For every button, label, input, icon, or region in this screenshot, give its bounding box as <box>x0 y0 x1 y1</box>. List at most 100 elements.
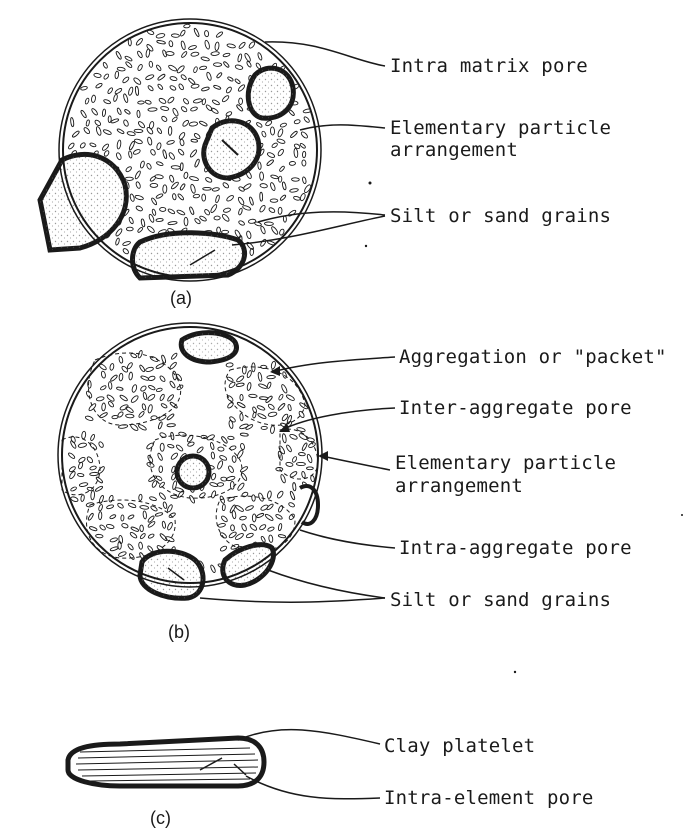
clay-particle <box>125 177 133 180</box>
clay-particle <box>189 121 198 126</box>
clay-particle <box>150 183 158 187</box>
clay-particle <box>222 182 229 189</box>
clay-particle <box>270 182 276 191</box>
clay-particle <box>289 433 298 440</box>
panel-c <box>68 730 380 799</box>
clay-particle <box>156 64 162 71</box>
clay-particle <box>294 119 301 124</box>
clay-particle <box>292 482 296 490</box>
clay-particle <box>202 194 206 201</box>
intra-matrix-pore <box>248 68 293 118</box>
clay-particle <box>86 456 93 464</box>
clay-particle <box>238 220 245 226</box>
leader-line <box>282 408 395 430</box>
clay-particle <box>203 187 212 190</box>
clay-particle <box>135 195 144 201</box>
clay-particle <box>121 523 128 529</box>
clay-particle <box>178 431 187 437</box>
clay-particle <box>230 525 234 531</box>
clay-particle <box>190 106 198 111</box>
clay-particle <box>189 176 199 182</box>
clay-particle <box>182 119 190 127</box>
clay-particle <box>270 174 278 179</box>
clay-particle <box>147 404 153 413</box>
clay-particle <box>176 65 185 74</box>
clay-particle <box>244 53 252 63</box>
clay-particle <box>139 364 146 372</box>
clay-particle <box>226 195 235 203</box>
clay-particle <box>174 487 183 493</box>
clay-particle <box>217 460 224 470</box>
clay-particle <box>183 172 188 179</box>
clay-particle <box>218 447 225 452</box>
clay-particle <box>156 193 164 199</box>
clay-particle <box>135 181 141 189</box>
clay-particle <box>146 163 152 170</box>
clay-particle <box>85 98 90 105</box>
clay-particle <box>78 462 84 470</box>
clay-particle <box>146 49 151 58</box>
clay-particle <box>240 433 248 437</box>
clay-particle <box>214 216 220 220</box>
clay-particle <box>193 28 199 37</box>
clay-particle <box>103 129 112 136</box>
clay-particle <box>99 524 106 531</box>
clay-particle <box>287 404 291 411</box>
clay-particle <box>117 411 124 418</box>
clay-particle <box>240 394 243 400</box>
clay-particle <box>266 503 274 510</box>
clay-particle <box>298 452 305 456</box>
clay-particle <box>191 52 200 57</box>
clay-particle <box>170 76 178 81</box>
clay-particle <box>169 40 174 47</box>
clay-particle <box>149 61 153 67</box>
clay-particle <box>124 109 131 115</box>
clay-particle <box>158 97 166 104</box>
clay-particle <box>212 187 220 192</box>
clay-particle <box>282 433 287 443</box>
leader-line <box>200 598 385 602</box>
clay-particle <box>143 511 147 519</box>
clay-particle <box>252 412 256 419</box>
clay-particle <box>101 371 106 379</box>
clay-particle <box>138 424 147 432</box>
clay-particle <box>96 396 104 401</box>
clay-particle <box>179 139 184 146</box>
clay-particle <box>110 546 119 551</box>
clay-particle <box>102 109 106 117</box>
clay-particle <box>162 149 167 158</box>
clay-particle <box>156 388 163 393</box>
clay-particle <box>110 374 118 382</box>
clay-particle <box>129 194 135 202</box>
clay-particle <box>180 106 187 113</box>
clay-particle <box>260 226 266 235</box>
clay-particle <box>306 454 313 464</box>
clay-particle <box>302 151 306 158</box>
clay-particle <box>78 442 87 448</box>
clay-particle <box>286 444 293 452</box>
clay-particle <box>156 33 166 39</box>
clay-particle <box>178 83 184 90</box>
clay-particle <box>302 160 306 166</box>
clay-particle <box>210 204 218 214</box>
clay-particle <box>221 230 228 234</box>
intra-matrix-pore <box>204 121 259 178</box>
clay-particle <box>296 462 305 466</box>
clay-particle <box>171 116 177 122</box>
clay-particle <box>180 41 186 50</box>
clay-particle <box>261 536 266 543</box>
clay-particle <box>171 352 178 360</box>
clay-particle <box>145 367 154 373</box>
leader-line <box>246 776 380 799</box>
clay-particle <box>131 384 137 393</box>
clay-particle <box>211 473 217 481</box>
clay-particle <box>241 491 248 497</box>
clay-particle <box>237 402 246 409</box>
clay-particle <box>89 526 98 532</box>
clay-particle <box>115 71 119 79</box>
clay-particle <box>161 355 166 364</box>
clay-particle <box>140 385 147 392</box>
clay-particle <box>270 425 275 433</box>
clay-particle <box>210 107 219 114</box>
clay-particle <box>249 197 254 206</box>
